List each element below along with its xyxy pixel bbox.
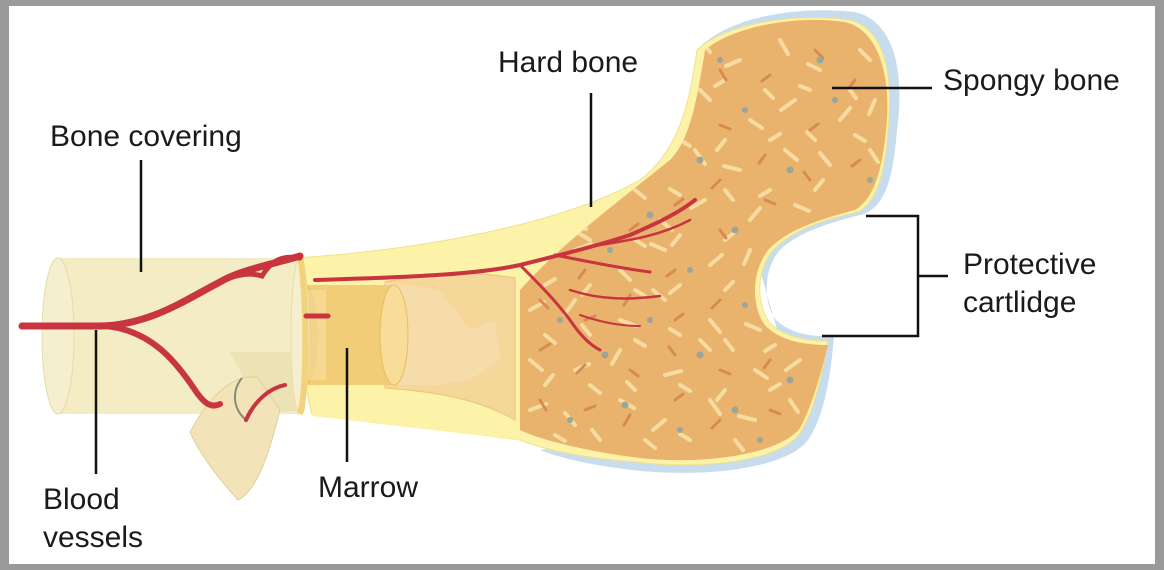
blood-vessels-label: Blood vessels (43, 481, 143, 557)
marrow-cylinder (294, 285, 408, 385)
protective-cartilage-label: Protective cartlidge (963, 246, 1096, 322)
spongy-bone-label: Spongy bone (943, 62, 1120, 100)
bone-covering-cylinder (42, 258, 309, 500)
bone-covering-label: Bone covering (50, 118, 242, 156)
hard-bone-label: Hard bone (498, 44, 638, 82)
marrow-label: Marrow (318, 469, 418, 507)
cartilage-bracket (822, 216, 918, 336)
